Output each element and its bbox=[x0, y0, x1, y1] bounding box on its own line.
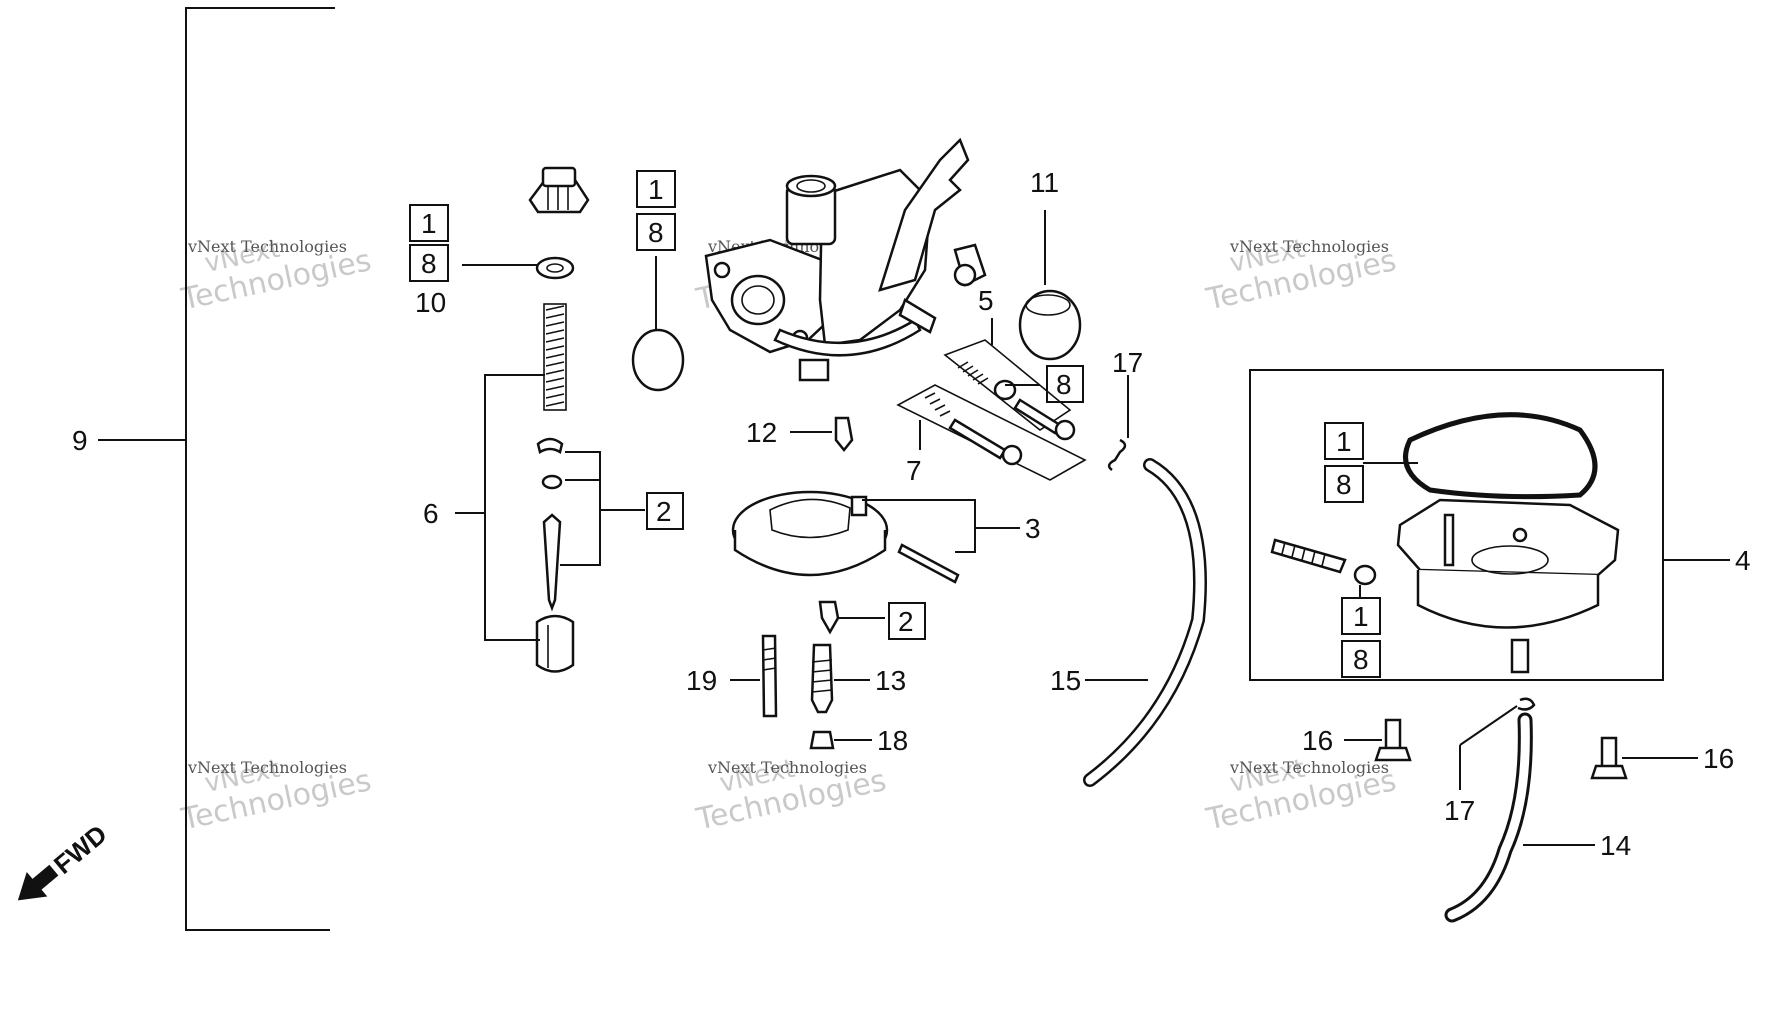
label-3: 3 bbox=[1025, 513, 1041, 544]
watermark-small: vNext Technologies bbox=[1229, 758, 1389, 777]
screw-kit-5 bbox=[943, 339, 1076, 441]
ref-box-8: 8 bbox=[648, 217, 664, 248]
label-16b: 16 bbox=[1703, 743, 1734, 774]
ref-box-2: 2 bbox=[656, 496, 672, 527]
label-15: 15 bbox=[1050, 665, 1081, 696]
ref-box-2: 2 bbox=[898, 606, 914, 637]
float-bowl-part bbox=[1396, 412, 1620, 674]
label-18: 18 bbox=[877, 725, 908, 756]
clip-17b-part bbox=[1517, 697, 1536, 711]
float-part bbox=[731, 490, 889, 577]
ref-box-8-screw bbox=[1046, 365, 1084, 403]
ref-box-group-drain: 1 8 bbox=[1341, 597, 1381, 678]
fwd-label: FWD bbox=[48, 819, 113, 880]
bolt-16b-part bbox=[1590, 736, 1628, 780]
clip-17-part bbox=[1107, 438, 1127, 472]
ref-box-group-oring: 1 8 bbox=[636, 170, 676, 251]
ref-box-1: 1 bbox=[648, 174, 664, 205]
label-9: 9 bbox=[72, 425, 88, 456]
label-7: 7 bbox=[906, 455, 922, 486]
carburetor-body-part bbox=[704, 137, 987, 382]
washer-part bbox=[535, 256, 575, 280]
float-valve-part bbox=[834, 416, 854, 453]
watermark-small: vNext Technologies bbox=[1229, 237, 1389, 256]
watermark-small: vNext Technologies bbox=[707, 758, 867, 777]
ref-box-2-jet bbox=[888, 602, 926, 640]
ref-box-8: 8 bbox=[1336, 469, 1352, 500]
top-cap-part bbox=[528, 166, 590, 214]
ref-box-group-10: 1 8 bbox=[409, 204, 449, 282]
label-19: 19 bbox=[686, 665, 717, 696]
ref-box-group-gasket: 1 8 bbox=[1324, 422, 1364, 503]
label-6: 6 bbox=[423, 498, 439, 529]
slow-jet-part bbox=[761, 634, 778, 718]
screw-kit-7 bbox=[896, 384, 1087, 481]
ref-box-2-clips bbox=[646, 492, 684, 530]
clip-ring-part bbox=[541, 474, 563, 490]
fwd-arrow: FWD bbox=[17, 819, 113, 901]
cap-11-part bbox=[1018, 289, 1082, 361]
label-13: 13 bbox=[875, 665, 906, 696]
assembly-bracket bbox=[98, 7, 335, 931]
jet-needle-part bbox=[542, 513, 562, 612]
ref-box-1: 1 bbox=[1336, 426, 1352, 457]
watermark-small: vNext Technologies bbox=[187, 758, 347, 777]
spring-part bbox=[543, 303, 567, 411]
ref-box-8: 8 bbox=[1056, 369, 1072, 400]
label-16a: 16 bbox=[1302, 725, 1333, 756]
drain-screw-part bbox=[1270, 538, 1377, 586]
jet-18-part bbox=[809, 730, 835, 750]
bolt-16a-part bbox=[1374, 718, 1412, 762]
float-bowl-group-box bbox=[1249, 369, 1664, 681]
float-pin-part bbox=[897, 543, 960, 584]
label-17b: 17 bbox=[1444, 795, 1475, 826]
watermark-small: vNext Technologies bbox=[187, 237, 347, 256]
ref-box-1: 1 bbox=[1353, 601, 1369, 632]
ref-box-8: 8 bbox=[1353, 644, 1369, 675]
label-17a: 17 bbox=[1112, 347, 1143, 378]
ref-box-1: 1 bbox=[421, 208, 437, 239]
ref-box-8: 8 bbox=[421, 248, 437, 279]
oring-part bbox=[631, 328, 685, 392]
label-11: 11 bbox=[1030, 167, 1059, 198]
label-5: 5 bbox=[978, 285, 994, 316]
label-12: 12 bbox=[746, 417, 777, 448]
needle-jet-part bbox=[810, 643, 834, 714]
label-14: 14 bbox=[1600, 830, 1631, 861]
throttle-slide-part bbox=[535, 614, 575, 673]
clip-part bbox=[536, 437, 564, 454]
label-10: 10 bbox=[415, 287, 446, 318]
label-4: 4 bbox=[1735, 545, 1751, 576]
main-jet-part bbox=[818, 600, 840, 635]
